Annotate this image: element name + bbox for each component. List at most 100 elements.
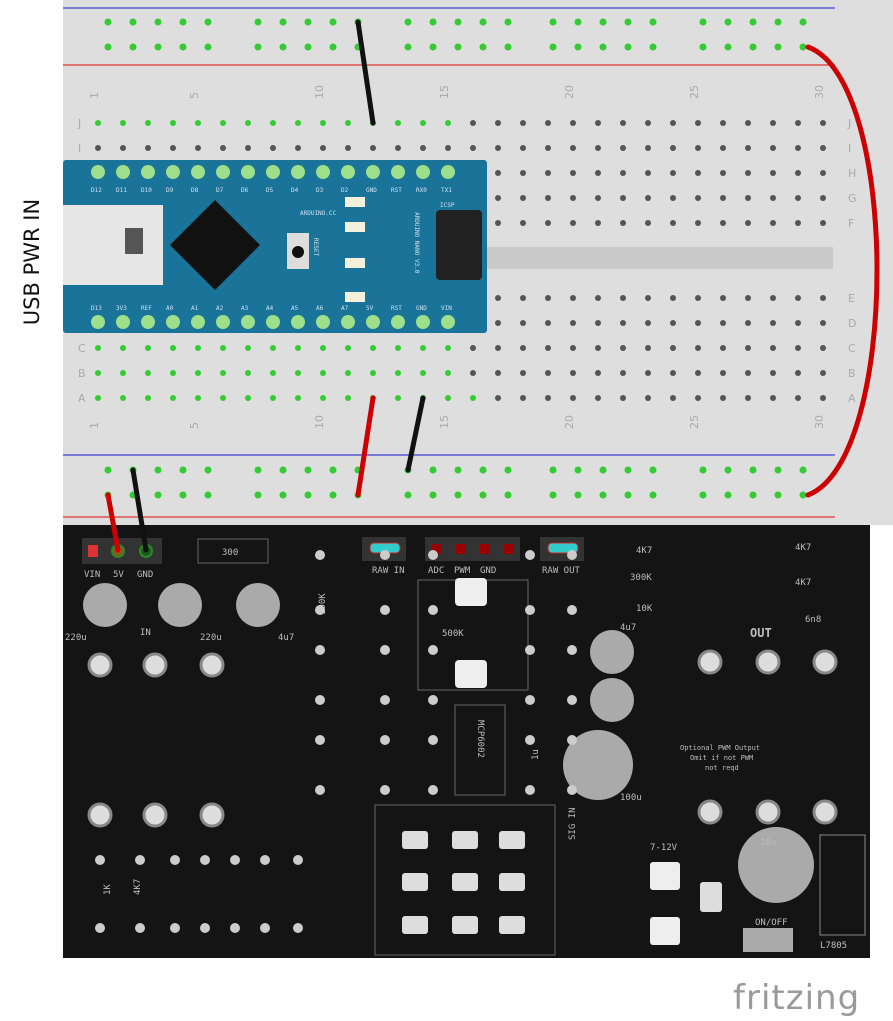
- nano-pin: [141, 165, 155, 179]
- column-number: 30: [813, 85, 826, 99]
- pcb-pad: [315, 605, 325, 615]
- nano-pin-label: A7: [341, 305, 349, 312]
- breadboard-hole: [220, 345, 226, 351]
- breadboard-hole: [695, 320, 701, 326]
- breadboard-hole: [795, 295, 801, 301]
- breadboard-hole: [345, 370, 351, 376]
- rail-hole: [749, 18, 757, 26]
- breadboard-hole: [620, 345, 626, 351]
- breadboard-hole: [520, 120, 526, 126]
- rail-hole: [279, 491, 287, 499]
- rail-hole: [429, 466, 437, 474]
- rail-hole: [429, 491, 437, 499]
- breadboard-hole: [670, 320, 676, 326]
- column-number: 25: [688, 415, 701, 429]
- resistor-4k7-label: 4K7: [636, 546, 652, 556]
- out-label: OUT: [750, 626, 772, 640]
- rail-hole: [179, 43, 187, 51]
- pcb-pad: [525, 785, 535, 795]
- breadboard-hole: [520, 145, 526, 151]
- rail-hole: [279, 18, 287, 26]
- rail-hole: [254, 491, 262, 499]
- pcb-pad: [428, 605, 438, 615]
- row-letter: F: [848, 217, 854, 230]
- breadboard-hole: [445, 345, 451, 351]
- breadboard-hole: [720, 170, 726, 176]
- breadboard-hole: [295, 370, 301, 376]
- breadboard-hole: [695, 145, 701, 151]
- rail-hole: [154, 491, 162, 499]
- breadboard-hole: [570, 120, 576, 126]
- breadboard-hole: [195, 395, 201, 401]
- breadboard-hole: [520, 395, 526, 401]
- breadboard-hole: [245, 120, 251, 126]
- cap-100u-label: 100u: [620, 793, 642, 803]
- audio-jack-pad: [755, 649, 781, 675]
- rail-hole: [624, 491, 632, 499]
- breadboard-hole: [145, 120, 151, 126]
- breadboard-hole: [620, 320, 626, 326]
- rail-hole: [599, 466, 607, 474]
- breadboard-hole: [570, 370, 576, 376]
- row-letter: A: [78, 392, 86, 405]
- nano-pin: [341, 165, 355, 179]
- nano-pin-label: REF: [141, 305, 152, 312]
- breadboard-hole: [645, 345, 651, 351]
- breadboard-hole: [545, 170, 551, 176]
- cap-4u7-label: 4u7: [620, 623, 636, 633]
- breadboard-hole: [620, 145, 626, 151]
- breadboard-hole: [620, 370, 626, 376]
- breadboard-hole: [420, 120, 426, 126]
- breadboard-hole: [570, 395, 576, 401]
- nano-pin-label: TX1: [441, 187, 452, 194]
- vin-label: VIN: [84, 570, 100, 580]
- rail-hole: [479, 43, 487, 51]
- pcb-pad: [567, 645, 577, 655]
- nano-pin-label: RST: [391, 305, 402, 312]
- rail-hole: [574, 466, 582, 474]
- resistor-4k7-label: 4K7: [795, 543, 811, 553]
- rail-hole: [724, 43, 732, 51]
- breadboard-hole: [645, 295, 651, 301]
- footswitch-pad: [402, 831, 428, 849]
- rail-hole: [154, 43, 162, 51]
- rail-hole: [304, 466, 312, 474]
- on-off-switch: [743, 928, 793, 952]
- pcb-pad: [525, 550, 535, 560]
- breadboard-hole: [545, 220, 551, 226]
- rail-hole: [504, 491, 512, 499]
- nano-pin-label: A3: [241, 305, 249, 312]
- breadboard-hole: [145, 145, 151, 151]
- breadboard-hole: [595, 345, 601, 351]
- breadboard-hole: [245, 345, 251, 351]
- breadboard-hole: [670, 345, 676, 351]
- pcb-pad: [200, 855, 210, 865]
- breadboard-hole: [320, 145, 326, 151]
- breadboard-hole: [745, 320, 751, 326]
- nano-pin: [91, 165, 105, 179]
- breadboard-hole: [745, 170, 751, 176]
- nano-pin: [141, 315, 155, 329]
- rail-hole: [154, 18, 162, 26]
- rail-hole: [454, 43, 462, 51]
- breadboard-hole: [645, 145, 651, 151]
- rail-hole: [799, 18, 807, 26]
- audio-jack-pad: [87, 652, 113, 678]
- ic-label: MCP6002: [475, 720, 485, 758]
- breadboard-hole: [95, 145, 101, 151]
- rail-hole: [179, 466, 187, 474]
- capacitor-100u: [563, 730, 633, 800]
- column-number: 15: [438, 85, 451, 99]
- breadboard-hole: [745, 220, 751, 226]
- regulator-label: L7805: [820, 941, 847, 951]
- breadboard-hole: [795, 320, 801, 326]
- row-letter: B: [848, 367, 856, 380]
- rail-hole: [724, 18, 732, 26]
- rail-hole: [774, 43, 782, 51]
- footswitch-pad: [499, 916, 525, 934]
- breadboard-hole: [645, 220, 651, 226]
- pcb-pad: [380, 695, 390, 705]
- nano-pin: [266, 315, 280, 329]
- breadboard-hole: [245, 145, 251, 151]
- rail-hole: [129, 43, 137, 51]
